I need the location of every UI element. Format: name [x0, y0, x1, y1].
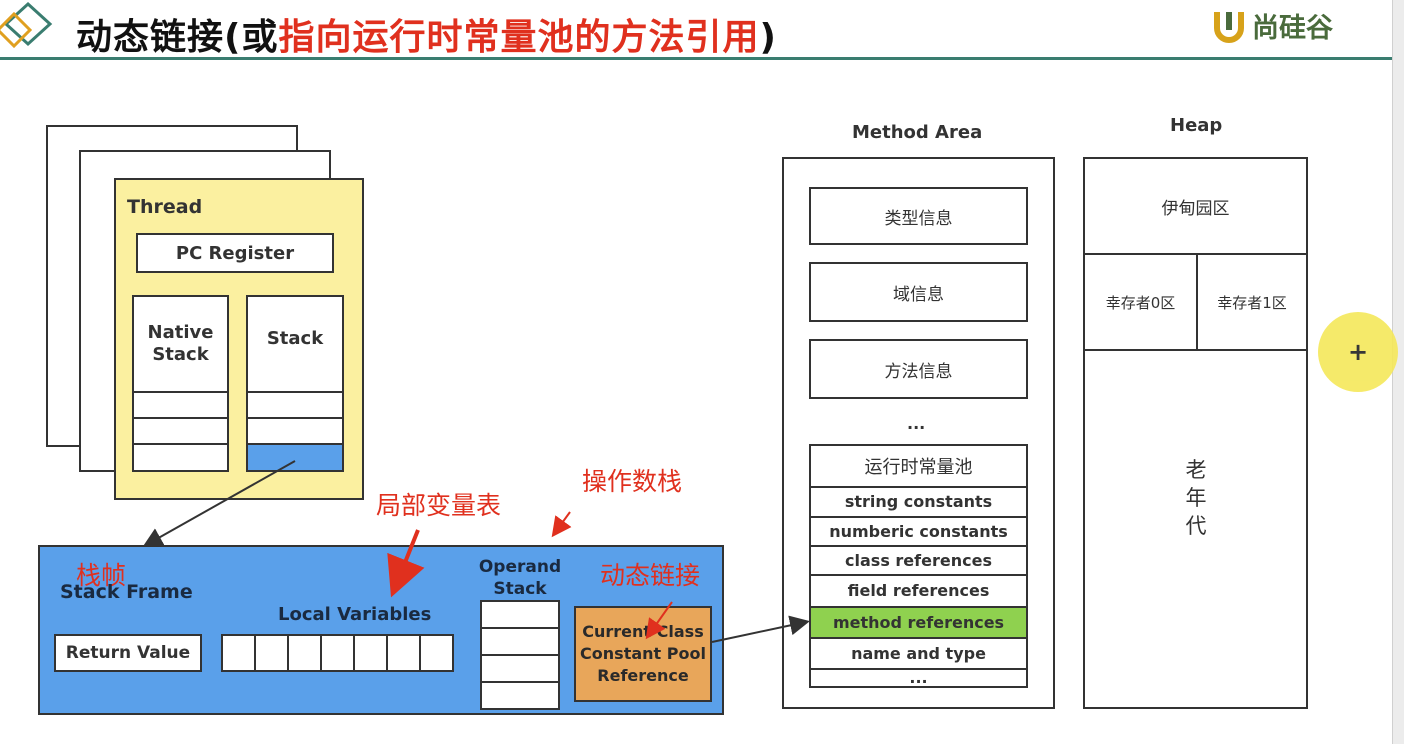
- method-info-box: 方法信息: [809, 339, 1028, 399]
- pc-register: PC Register: [136, 233, 334, 273]
- method-info-label: 方法信息: [884, 361, 953, 382]
- operand-stack-slot: [480, 654, 560, 683]
- local-variable-slot: [386, 634, 421, 672]
- operand-stack-note: 操作数栈: [582, 467, 683, 496]
- native-stack-label: Native Stack: [147, 322, 214, 365]
- constant-pool-item: string constants: [809, 486, 1028, 518]
- operand-stack-slot: [480, 627, 560, 656]
- constant-pool-item: name and type: [809, 637, 1028, 670]
- type-info-label: 类型信息: [884, 208, 953, 229]
- java-stack-slot: [246, 417, 344, 445]
- brand-u-icon: [1214, 11, 1244, 43]
- stack-frame-label: Stack Frame: [60, 581, 193, 603]
- constant-pool-item: ...: [809, 668, 1028, 688]
- brand-name: 尚硅谷: [1252, 13, 1333, 44]
- cursor-plus-icon: +: [1347, 338, 1369, 366]
- constant-pool-item: method references: [809, 606, 1028, 639]
- title-suffix: ): [759, 17, 777, 58]
- native-stack-slot: [132, 417, 229, 445]
- heap-title: Heap: [1170, 115, 1223, 136]
- local-variable-slot: [353, 634, 388, 672]
- operand-note-arrow: [551, 511, 572, 538]
- method-area-ellipsis: ...: [907, 414, 926, 433]
- native-stack-slot: [132, 391, 229, 419]
- local-variable-slot: [320, 634, 355, 672]
- constant-pool-item: class references: [809, 545, 1028, 576]
- java-stack-box: Stack: [246, 295, 344, 393]
- operand-stack-slot: [480, 600, 560, 629]
- local-var-table-note: 局部变量表: [376, 491, 502, 520]
- heap-box: [1083, 157, 1308, 709]
- type-info-box: 类型信息: [809, 187, 1028, 245]
- survivor0-box: 幸存者0区: [1083, 253, 1198, 351]
- return-value-label: Return Value: [65, 643, 191, 663]
- eden-box: 伊甸园区: [1083, 157, 1308, 255]
- constant-pool-item: field references: [809, 574, 1028, 608]
- header-rule: [0, 57, 1392, 60]
- survivor0-label: 幸存者0区: [1105, 293, 1176, 312]
- constant-pool-item: numberic constants: [809, 516, 1028, 547]
- local-variable-slot: [221, 634, 256, 672]
- field-info-label: 域信息: [893, 284, 944, 305]
- runtime-constant-pool-header: 运行时常量池: [809, 444, 1028, 488]
- method-area-title: Method Area: [852, 122, 983, 143]
- eden-label: 伊甸园区: [1161, 198, 1230, 219]
- native-stack-box: Native Stack: [132, 295, 229, 393]
- survivor1-box: 幸存者1区: [1196, 253, 1308, 351]
- old-gen-label: 老年代: [1185, 458, 1207, 538]
- stack-frame-cn-label: 栈帧: [76, 561, 127, 590]
- pc-register-label: PC Register: [175, 242, 295, 264]
- local-variable-slot: [254, 634, 289, 672]
- local-variable-slot: [287, 634, 322, 672]
- constant-pool-reference-label: Current Class Constant Pool Reference: [580, 622, 706, 685]
- operand-stack-label: Operand Stack: [478, 557, 562, 599]
- local-variables-label: Local Variables: [278, 604, 432, 625]
- page-title: 动态链接(或指向运行时常量池的方法引用): [76, 8, 777, 60]
- return-value-box: Return Value: [54, 634, 202, 672]
- logo-diamond-icon: [0, 1, 53, 49]
- java-stack-label: Stack: [266, 327, 324, 349]
- thread-label: Thread: [127, 196, 203, 218]
- field-info-box: 域信息: [809, 262, 1028, 322]
- java-stack-current-frame: [246, 443, 344, 472]
- scrollbar[interactable]: [1392, 0, 1404, 744]
- java-stack-slot: [246, 391, 344, 419]
- title-highlight: 指向运行时常量池的方法引用: [278, 17, 760, 58]
- operand-stack-slot: [480, 681, 560, 710]
- cursor-highlight: +: [1318, 312, 1398, 392]
- native-stack-slot: [132, 443, 229, 472]
- runtime-constant-pool-label: 运行时常量池: [864, 457, 973, 478]
- survivor1-label: 幸存者1区: [1217, 293, 1287, 312]
- title-prefix: 动态链接(或: [76, 17, 279, 58]
- brand-logo: 尚硅谷: [1212, 6, 1333, 45]
- constant-pool-reference-box: Current Class Constant Pool Reference: [574, 606, 712, 702]
- dynamic-link-note: 动态链接: [600, 561, 701, 590]
- local-variable-slot: [419, 634, 454, 672]
